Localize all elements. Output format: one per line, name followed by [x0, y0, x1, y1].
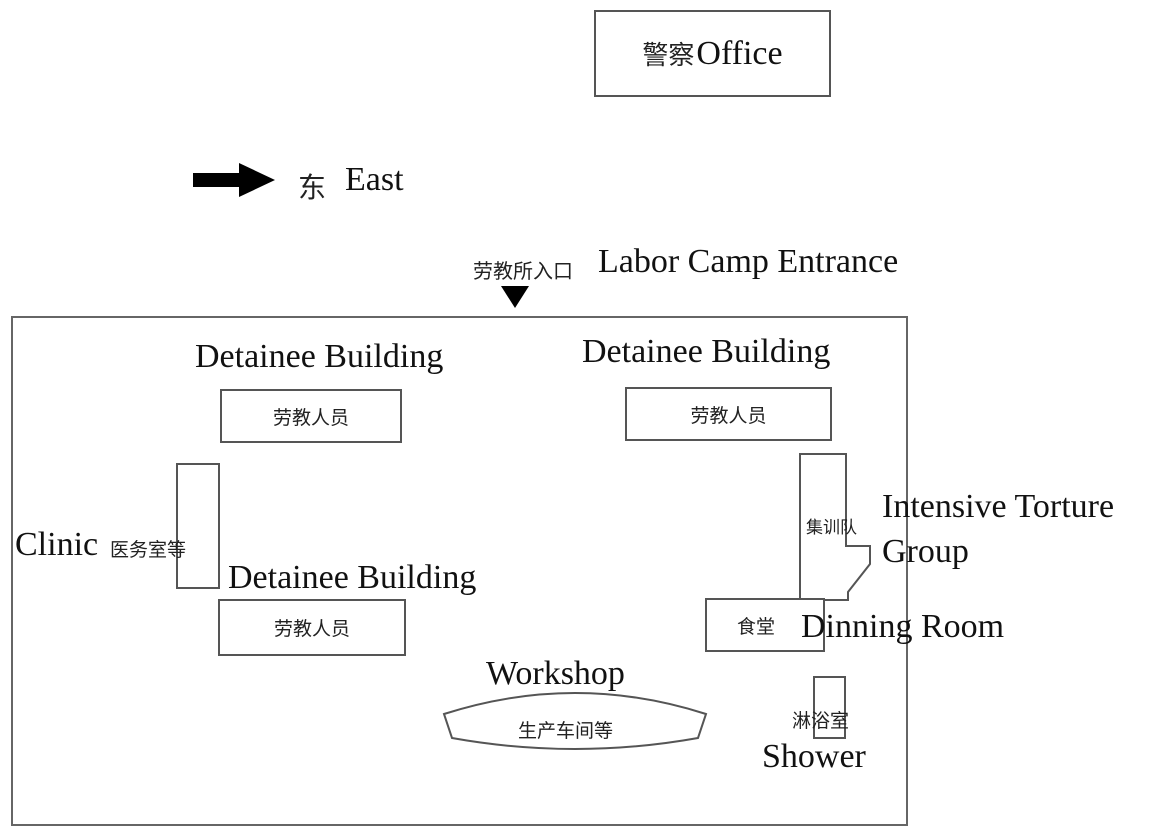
shower-zh-label: 淋浴室 — [792, 710, 850, 732]
clinic-label: Clinic — [15, 526, 99, 563]
torture-group-label-line2: Group — [882, 533, 969, 570]
workshop-zh-label: 生产车间等 — [518, 720, 614, 742]
dining-room-building: 食堂 — [705, 598, 825, 652]
detainee-building-top-left-label: Detainee Building — [195, 338, 444, 375]
office-en-label: Office — [696, 34, 783, 72]
dining-room-label: Dinning Room — [801, 608, 1005, 645]
detainee-building-middle-zh: 劳教人员 — [273, 618, 350, 640]
office-box: 警察 Office — [594, 10, 831, 97]
clinic-zh-label: 医务室等 — [110, 539, 187, 561]
east-en-label: East — [345, 161, 404, 198]
dining-room-zh: 食堂 — [737, 615, 776, 638]
east-zh-label: 东 — [298, 171, 327, 204]
east-arrow-icon — [193, 163, 275, 197]
torture-group-zh-label: 集训队 — [806, 518, 857, 538]
shower-label: Shower — [762, 738, 866, 775]
detainee-building-top-left-zh: 劳教人员 — [272, 406, 349, 429]
entrance-zh-label: 劳教所入口 — [473, 259, 573, 283]
detainee-building-top-left: 劳教人员 — [220, 389, 402, 443]
entrance-en-label: Labor Camp Entrance — [598, 243, 899, 280]
entrance-marker-icon — [501, 286, 529, 308]
detainee-building-top-right-label: Detainee Building — [582, 333, 831, 370]
detainee-building-middle-label: Detainee Building — [228, 559, 477, 596]
detainee-building-top-right-zh: 劳教人员 — [690, 404, 767, 427]
torture-group-label-line1: Intensive Torture — [882, 488, 1115, 525]
workshop-building — [442, 692, 708, 750]
detainee-building-top-right: 劳教人员 — [625, 387, 832, 441]
office-zh-label: 警察 — [642, 41, 695, 71]
workshop-label: Workshop — [486, 655, 625, 692]
detainee-building-middle: 劳教人员 — [218, 599, 406, 656]
clinic-building — [176, 463, 220, 589]
shower-building — [813, 676, 846, 739]
